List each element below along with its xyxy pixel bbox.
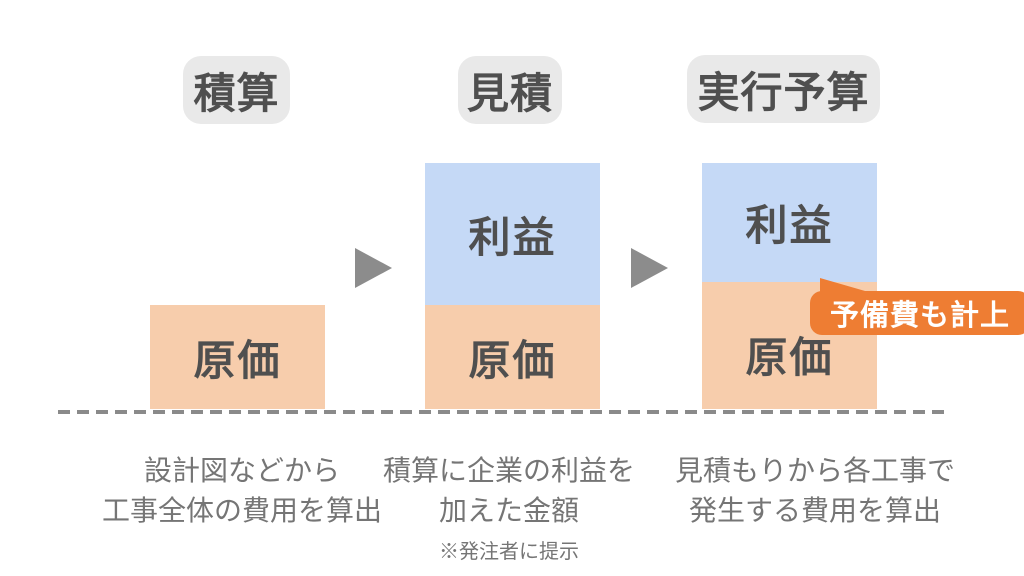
arrow-right-icon <box>631 248 668 288</box>
jikkou-cost-label: 原価 <box>745 334 834 381</box>
arrow-right-icon <box>355 248 392 288</box>
mitsumori-cost-label: 原価 <box>468 336 557 384</box>
mitsumori-cost-box: 原価 <box>425 305 600 409</box>
badge-jikkou-yosan: 実行予算 <box>687 55 880 123</box>
jikkou-profit-label: 利益 <box>745 202 834 249</box>
badge-mitsumori-label: 見積 <box>466 69 553 117</box>
reserve-cost-callout-label: 予備費も計上 <box>830 300 1011 332</box>
jikkou-profit-box: 利益 <box>702 163 877 282</box>
sekisan-cost-label: 原価 <box>193 336 282 384</box>
description-line: 発生する費用を算出 <box>688 495 941 526</box>
description-note: ※発注者に提示 <box>439 541 579 563</box>
description-jikkou: 見積もりから各工事で 発生する費用を算出 <box>645 451 985 531</box>
badge-sekisan-label: 積算 <box>193 69 280 117</box>
mitsumori-profit-box: 利益 <box>425 163 600 305</box>
description-sekisan: 設計図などから 工事全体の費用を算出 <box>32 451 452 531</box>
description-line: 見積もりから各工事で <box>674 455 955 486</box>
mitsumori-profit-label: 利益 <box>468 213 557 261</box>
sekisan-cost-box: 原価 <box>150 305 325 409</box>
baseline-dashed-divider <box>58 410 945 414</box>
description-line: 加えた金額 <box>438 495 579 526</box>
badge-jikkou-yosan-label: 実行予算 <box>697 68 870 116</box>
description-line: 積算に企業の利益を <box>382 455 635 486</box>
badge-sekisan: 積算 <box>183 56 290 124</box>
description-line: 工事全体の費用を算出 <box>101 495 382 526</box>
description-mitsumori: 積算に企業の利益を 加えた金額 ※発注者に提示 <box>379 451 639 567</box>
badge-mitsumori: 見積 <box>458 56 562 124</box>
reserve-cost-callout: 予備費も計上 <box>810 278 1024 335</box>
description-line: 設計図などから <box>143 455 340 486</box>
